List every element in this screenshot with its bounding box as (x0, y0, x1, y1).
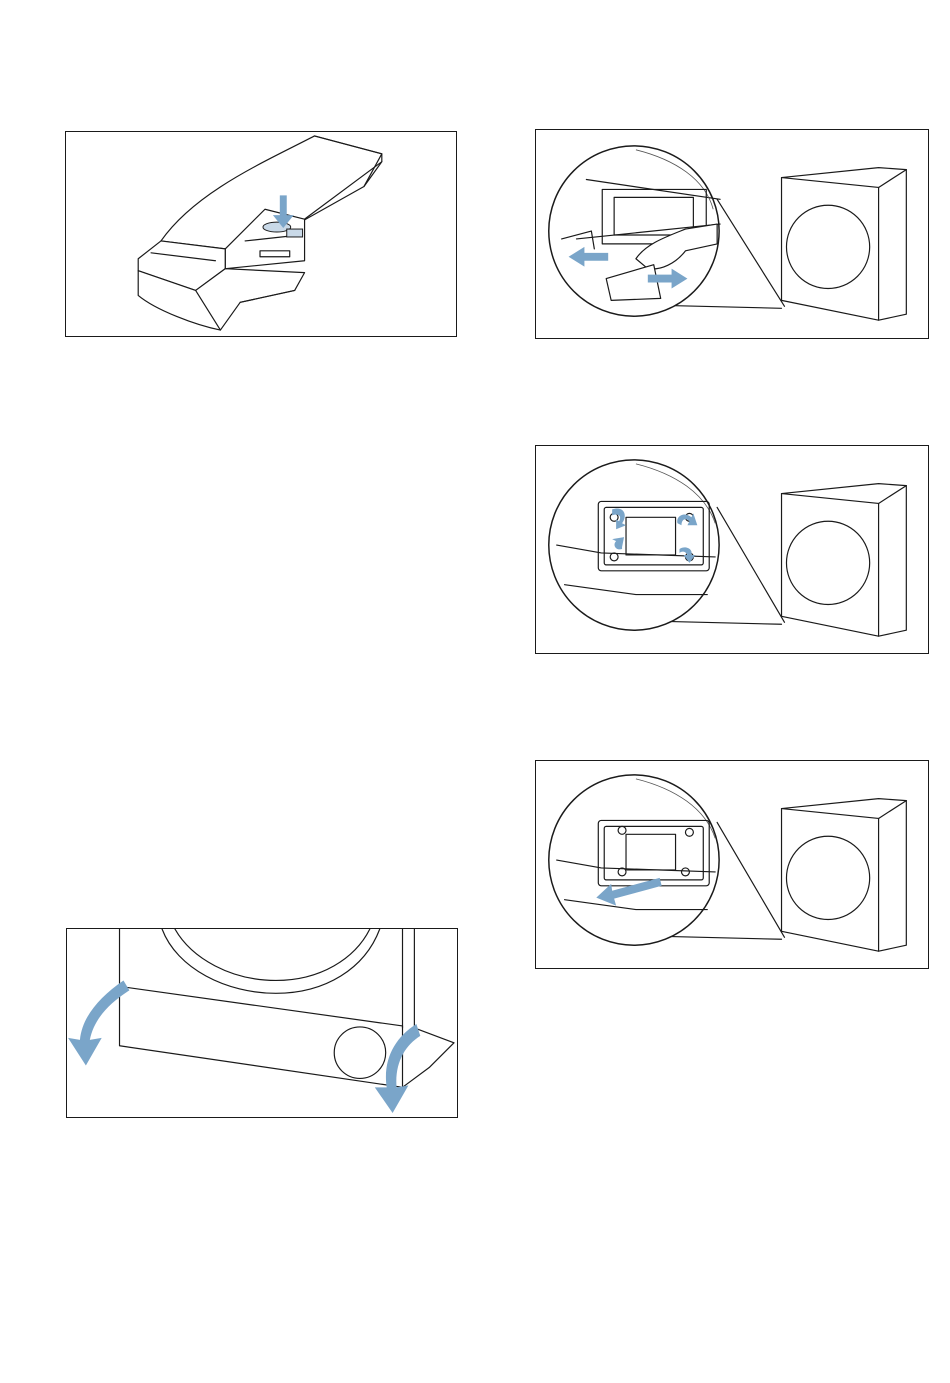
detergent-drawer-figure (65, 131, 457, 337)
seal-removal-illustration (536, 130, 928, 338)
kickplate-tilt-figure (66, 928, 458, 1118)
dryer-icon (782, 168, 907, 321)
clip-release-figure (535, 445, 929, 654)
clip-release-illustration (536, 446, 928, 653)
panel-pull-figure (535, 760, 929, 969)
magnifier-circle-icon (549, 460, 719, 630)
kickplate-icon (67, 929, 457, 1117)
panel-pull-illustration (536, 761, 928, 968)
seal-removal-figure (535, 129, 929, 339)
drawer-icon (66, 132, 456, 336)
dryer-icon (782, 484, 907, 637)
dryer-icon (782, 799, 907, 952)
magnifier-circle-icon (549, 775, 719, 945)
curved-arrow-icon (68, 980, 420, 1113)
